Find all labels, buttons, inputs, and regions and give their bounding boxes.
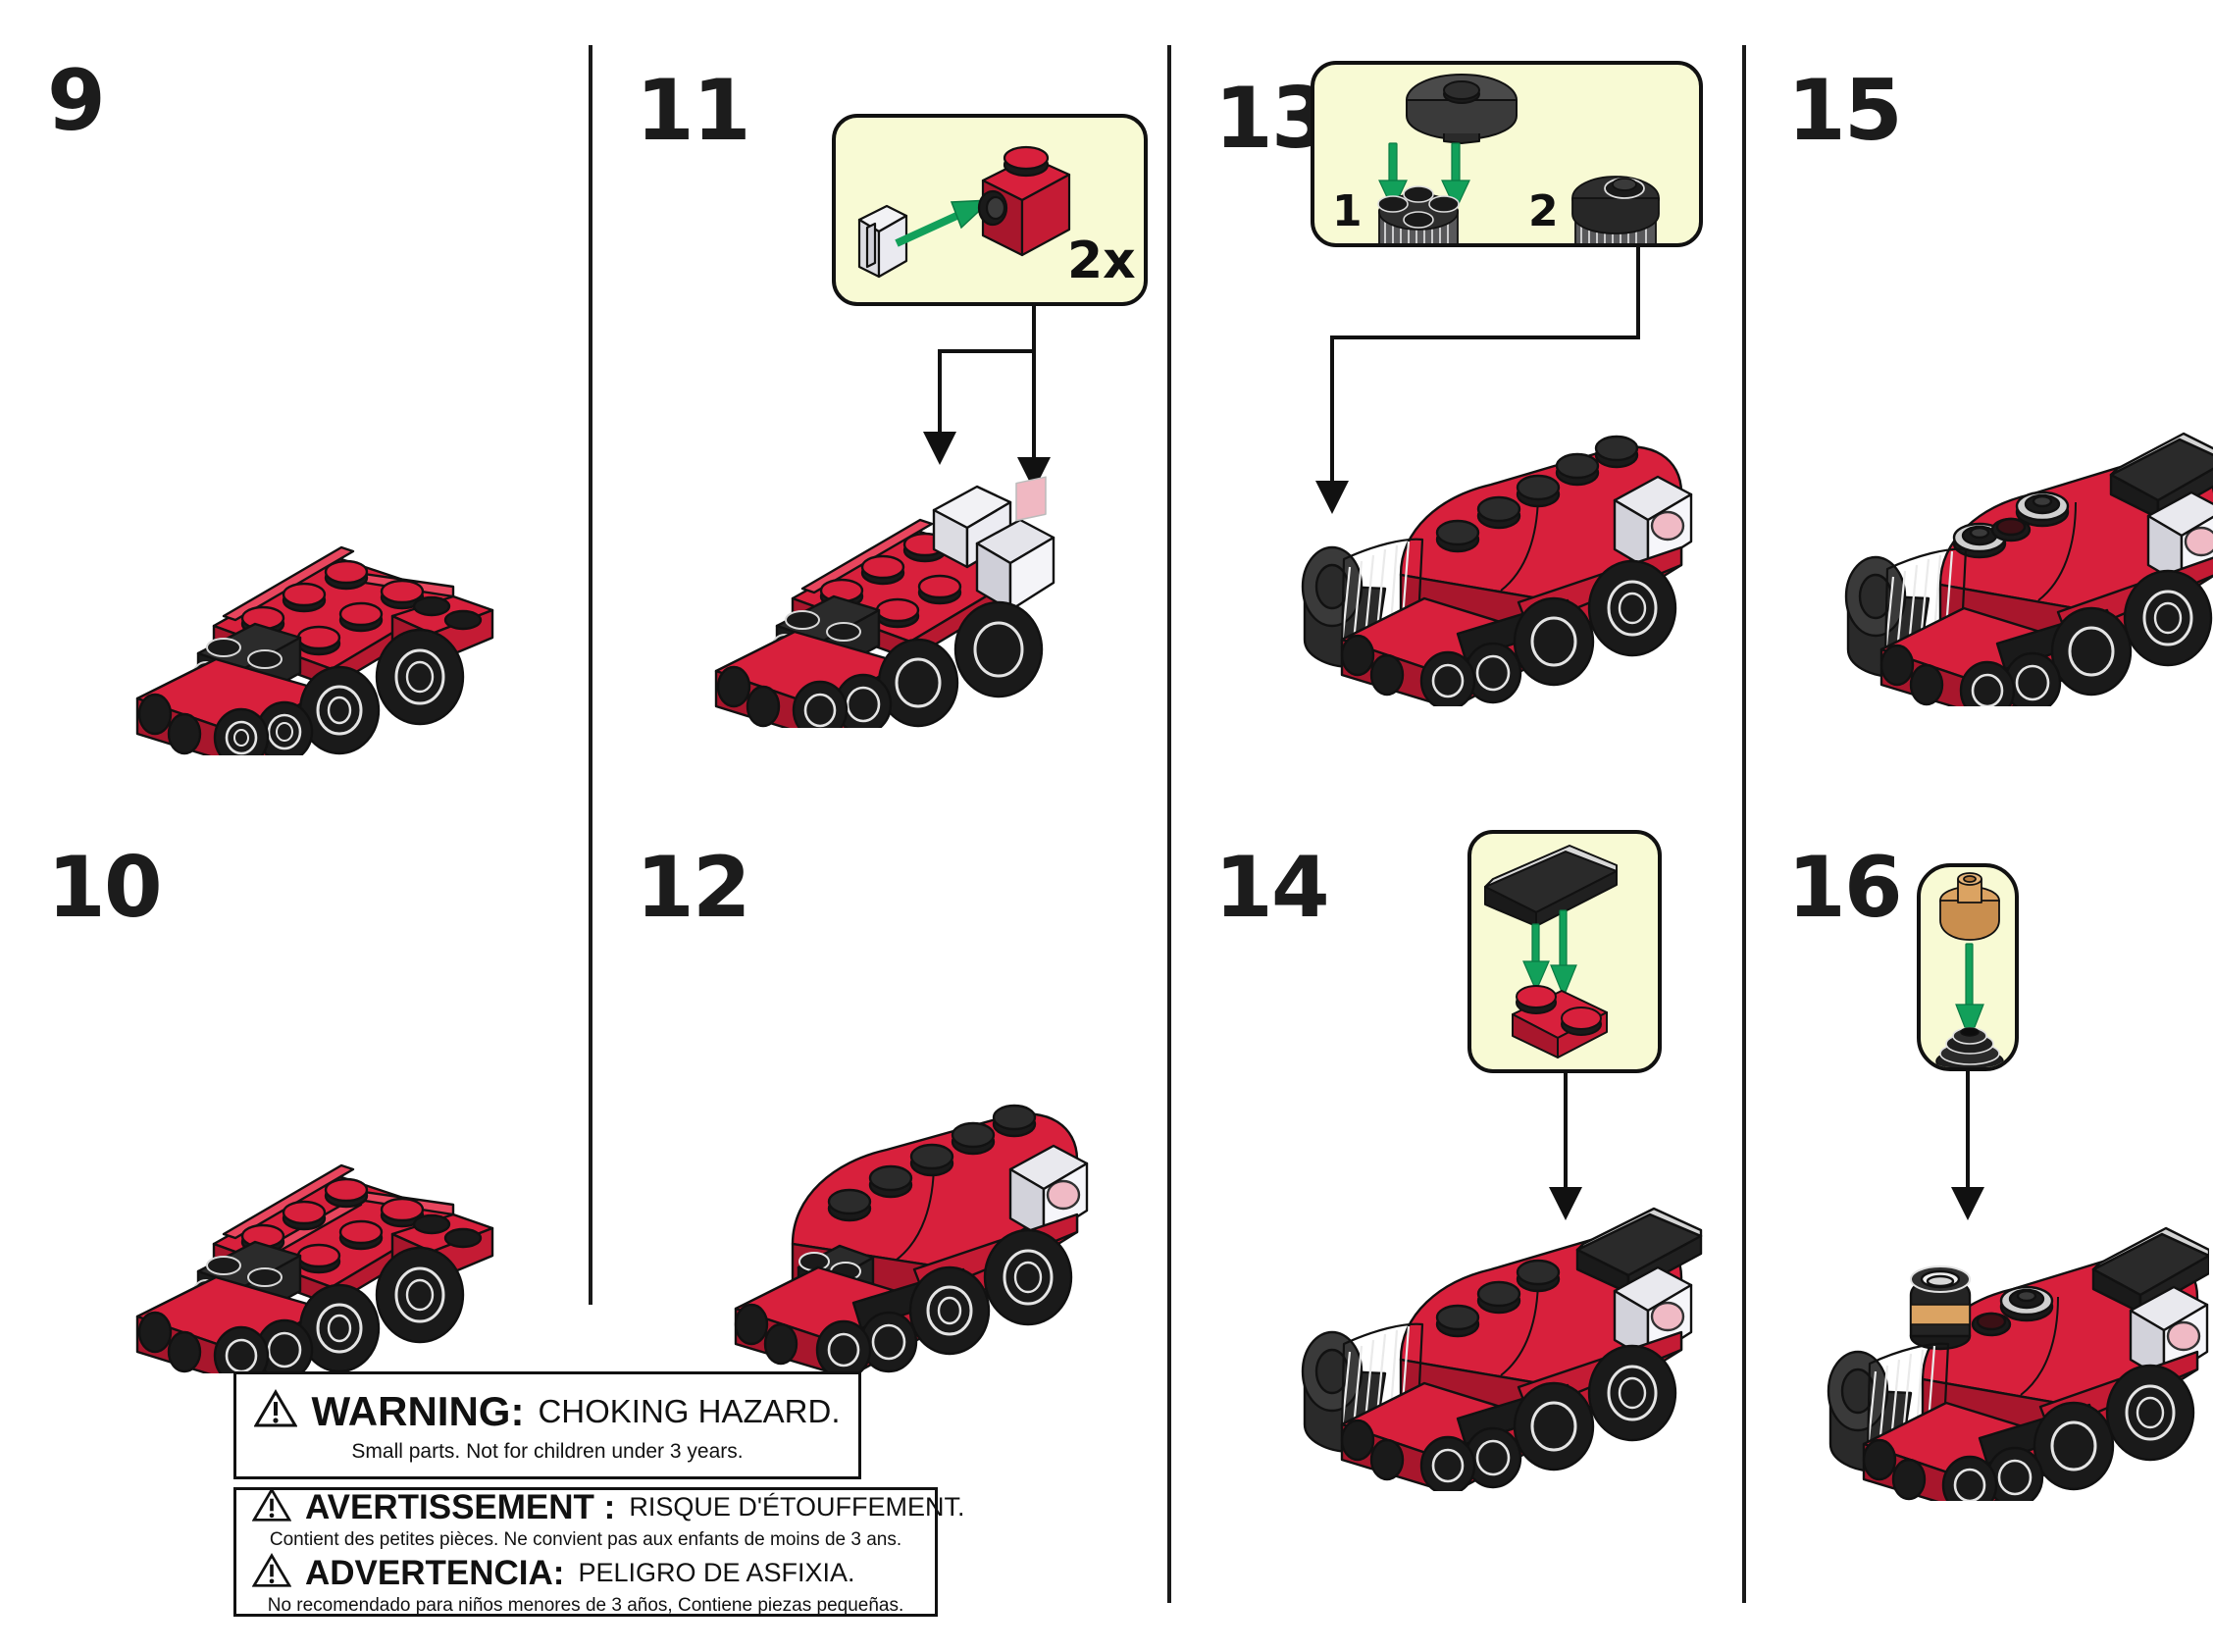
step-16-connector — [1966, 1071, 1970, 1191]
step-14-connector — [1564, 1073, 1568, 1191]
step-14-arrowhead — [1549, 1187, 1582, 1220]
step-13-substep-2-label: 2 — [1528, 186, 1559, 236]
column-divider-2 — [1167, 45, 1171, 1603]
step-13-substep-1-label: 1 — [1332, 186, 1363, 236]
step-15-model — [1834, 392, 2213, 706]
step-11-callout — [832, 114, 1148, 306]
warning-headline-french: AVERTISSEMENT : — [305, 1487, 616, 1526]
step-number-16: 16 — [1787, 839, 1903, 937]
step-number-14: 14 — [1214, 839, 1330, 937]
step-13-connector-stem — [1636, 247, 1640, 339]
warning-row-french: AVERTISSEMENT : RISQUE D'ÉTOUFFEMENT. — [236, 1487, 965, 1527]
warning-hazard-spanish: PELIGRO DE ASFIXIA. — [578, 1558, 855, 1587]
step-16-callout — [1917, 863, 2019, 1071]
step-11-connector-left — [938, 349, 942, 436]
column-divider-3 — [1742, 45, 1746, 1603]
warning-hazard-french: RISQUE D'ÉTOUFFEMENT. — [629, 1492, 965, 1522]
warning-box-multilingual: AVERTISSEMENT : RISQUE D'ÉTOUFFEMENT. Co… — [233, 1487, 965, 1617]
warning-detail-french: Contient des petites pièces. Ne convient… — [269, 1529, 902, 1550]
step-13-arrowhead — [1315, 481, 1349, 514]
step-13-model — [1265, 392, 1717, 706]
step-13-callout — [1311, 61, 1703, 247]
warning-hazard-english: CHOKING HAZARD. — [538, 1392, 841, 1429]
step-number-11: 11 — [636, 62, 751, 160]
step-16-arrowhead — [1951, 1187, 1984, 1220]
warning-row-english: WARNING: CHOKING HAZARD. — [236, 1388, 858, 1435]
step-11-connector-bar — [938, 349, 1036, 353]
step-number-9: 9 — [47, 52, 106, 150]
step-12-model — [677, 1059, 1108, 1373]
warning-detail-spanish: No recomendado para niños menores de 3 a… — [267, 1595, 904, 1616]
step-11-multiplier: 2x — [1067, 232, 1136, 290]
step-11-connector-stem — [1032, 306, 1036, 351]
warning-detail-english: Small parts. Not for children under 3 ye… — [351, 1439, 744, 1463]
step-9-model — [108, 451, 520, 755]
warning-triangle-icon — [251, 1487, 292, 1527]
warning-row-spanish: ADVERTENCIA: PELIGRO DE ASFIXIA. — [236, 1553, 935, 1593]
step-11-arrowhead-left — [923, 432, 956, 465]
step-13-connector-bar — [1330, 336, 1640, 339]
step-number-15: 15 — [1787, 62, 1903, 160]
warning-triangle-icon — [253, 1389, 299, 1433]
step-13-connector-drop — [1330, 336, 1334, 485]
step-number-10: 10 — [47, 839, 163, 937]
step-10-model — [108, 1069, 520, 1373]
step-14-model — [1265, 1167, 1726, 1491]
warning-headline-spanish: ADVERTENCIA: — [305, 1553, 565, 1592]
step-number-12: 12 — [636, 839, 751, 937]
step-11-model — [687, 424, 1099, 728]
warning-triangle-icon — [251, 1553, 292, 1593]
step-16-model — [1817, 1177, 2209, 1501]
warning-headline-english: WARNING: — [311, 1387, 525, 1434]
warning-box-english: WARNING: CHOKING HAZARD. Small parts. No… — [233, 1371, 861, 1479]
step-11-connector-right — [1032, 349, 1036, 461]
step-14-callout — [1467, 830, 1662, 1073]
column-divider-1 — [589, 45, 592, 1305]
